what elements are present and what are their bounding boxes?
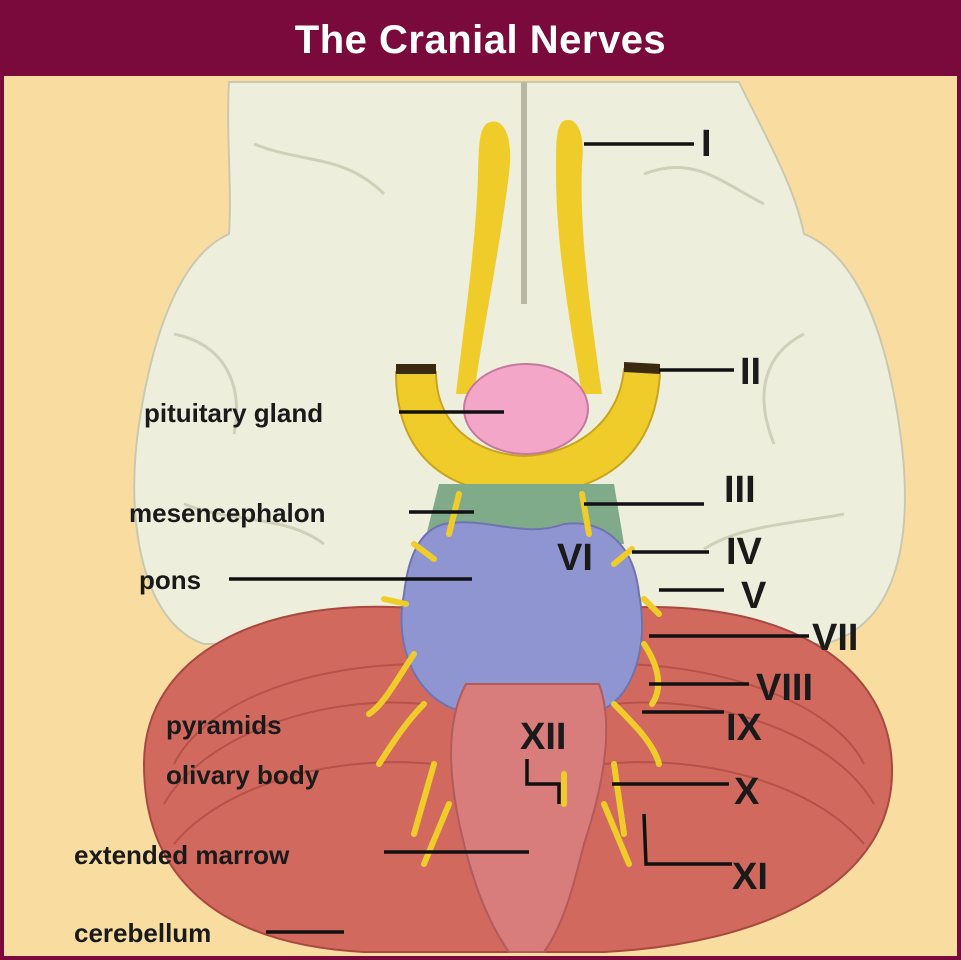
label-nerve-vii: VII xyxy=(812,617,858,659)
pituitary-gland xyxy=(464,364,588,454)
page-title: The Cranial Nerves xyxy=(295,18,666,63)
label-mesencephalon: mesencephalon xyxy=(129,498,326,528)
label-nerve-ix: IX xyxy=(726,707,763,749)
label-nerve-viii: VIII xyxy=(756,667,813,709)
label-cerebellum: cerebellum xyxy=(74,918,211,948)
label-nerve-x: X xyxy=(734,771,760,813)
label-nerve-ii: II xyxy=(740,351,761,393)
label-nerve-v: V xyxy=(741,575,767,617)
label-extended-marrow: extended marrow xyxy=(74,840,290,870)
label-pyramids: pyramids xyxy=(166,710,282,740)
label-nerve-iv: IV xyxy=(726,531,763,573)
optic-nerve-cut-left xyxy=(396,364,436,374)
title-bar: The Cranial Nerves xyxy=(4,4,957,76)
pons xyxy=(401,522,642,709)
label-nerve-iii: III xyxy=(724,469,756,511)
label-pons: pons xyxy=(139,565,201,595)
optic-nerve-cut-right xyxy=(624,362,660,374)
label-olivary-body: olivary body xyxy=(166,760,320,790)
cranial-nerves-diagram: pituitary gland mesencephalon pons pyram… xyxy=(4,4,957,956)
label-nerve-xi: XI xyxy=(732,856,768,898)
label-pituitary-gland: pituitary gland xyxy=(144,398,323,428)
label-nerve-xii: XII xyxy=(520,716,566,758)
label-nerve-i: I xyxy=(701,123,712,165)
label-nerve-vi: VI xyxy=(557,537,593,579)
